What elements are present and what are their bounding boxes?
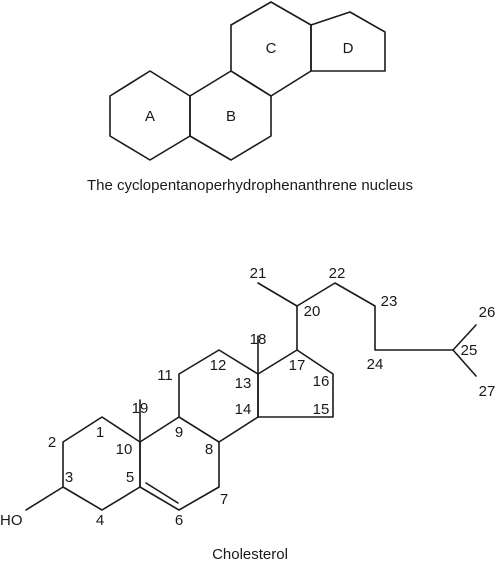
carbon-label-8: 8 [205, 441, 213, 458]
carbon-label-9: 9 [175, 424, 183, 441]
carbon-label-25: 25 [461, 342, 478, 359]
carbon-label-20: 20 [304, 303, 321, 320]
carbon-label-17: 17 [289, 357, 306, 374]
carbon-label-15: 15 [313, 401, 330, 418]
carbon-label-12: 12 [210, 357, 227, 374]
hydroxyl-label: HO [0, 512, 23, 529]
carbon-label-4: 4 [96, 512, 104, 529]
carbon-label-7: 7 [220, 491, 228, 508]
carbon-label-3: 3 [65, 469, 73, 486]
carbon-label-11: 11 [157, 367, 173, 384]
carbon-label-22: 22 [329, 265, 346, 282]
carbon-label-5: 5 [126, 469, 134, 486]
cholesterol-structure: HO 1 2 3 4 5 6 7 8 9 10 11 12 13 14 15 1… [0, 265, 495, 563]
carbon-label-1: 1 [96, 424, 104, 441]
nucleus-structure: A B C D The cyclopentanoperhydrophenanth… [87, 1, 413, 194]
bond-c3-oh [25, 486, 64, 511]
carbon-label-19: 19 [132, 400, 149, 417]
ring-label-d: D [343, 40, 354, 57]
cholesterol-caption: Cholesterol [212, 546, 288, 563]
chol-ring-d-bonds [257, 349, 334, 418]
ring-label-c: C [266, 40, 277, 57]
carbon-label-6: 6 [175, 512, 183, 529]
bond-c20-c21 [257, 282, 298, 307]
ring-d-bonds [310, 11, 386, 72]
carbon-label-23: 23 [381, 293, 398, 310]
carbon-label-21: 21 [250, 265, 267, 282]
carbon-label-16: 16 [313, 373, 330, 390]
nucleus-caption: The cyclopentanoperhydrophenanthrene nuc… [87, 177, 413, 194]
carbon-label-13: 13 [235, 375, 252, 392]
carbon-label-10: 10 [116, 441, 133, 458]
carbon-label-27: 27 [479, 383, 496, 400]
ring-label-a: A [145, 108, 155, 125]
carbon-label-18: 18 [250, 331, 267, 348]
ring-label-b: B [226, 108, 236, 125]
carbon-label-2: 2 [48, 434, 56, 451]
carbon-label-26: 26 [479, 304, 496, 321]
double-bond-c5-c6 [145, 482, 179, 504]
carbon-label-24: 24 [367, 356, 384, 373]
bond-c25-c27 [452, 349, 477, 377]
carbon-label-14: 14 [235, 401, 252, 418]
